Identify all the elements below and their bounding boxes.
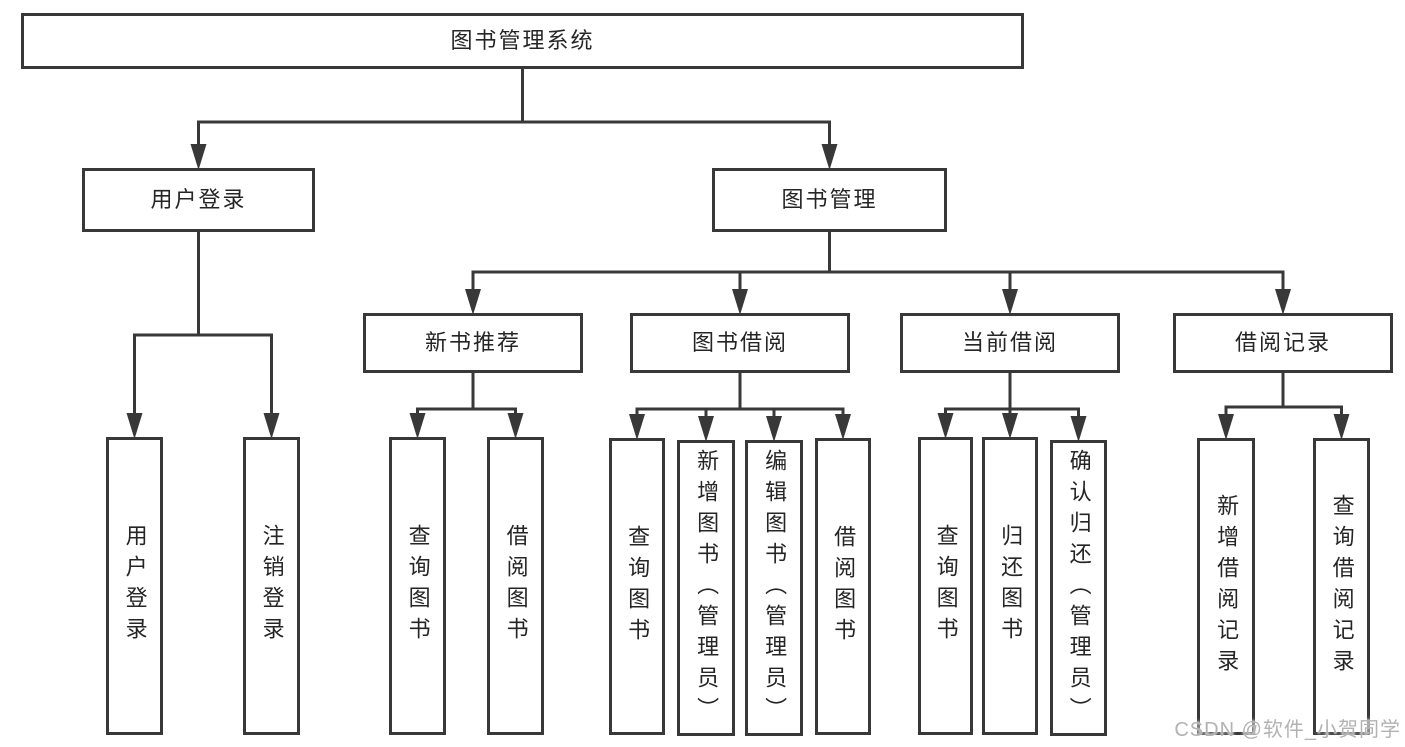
arrowhead-icon [263,413,280,439]
node-label-new-book-rec: 新书推荐 [424,330,521,355]
node-new-book-rec: 新书推荐 [363,313,583,373]
node-label-leaf-confirm-return: 确认归还（管理员） [1066,448,1092,728]
node-label-leaf-return-book: 归还图书 [998,524,1024,648]
node-label-leaf-query-book-1: 查询图书 [405,524,431,648]
node-label-system-root: 图书管理系统 [450,28,595,53]
node-label-leaf-query-book-3: 查询图书 [933,524,959,648]
node-leaf-query-book-3: 查询图书 [918,437,973,735]
node-label-current-borrow: 当前借阅 [961,330,1058,355]
arrowhead-icon [1218,414,1234,440]
node-leaf-confirm-return: 确认归还（管理员） [1050,440,1107,736]
node-leaf-edit-book: 编辑图书（管理员） [745,440,803,736]
node-label-leaf-add-book: 新增图书（管理员） [694,448,720,728]
node-label-book-borrow: 图书借阅 [691,330,788,355]
node-leaf-add-book: 新增图书（管理员） [677,440,735,736]
node-label-leaf-add-record: 新增借阅记录 [1214,493,1240,680]
node-label-user-login: 用户登录 [150,187,247,212]
arrowhead-icon [698,416,714,442]
arrowhead-icon [1333,414,1350,440]
node-leaf-add-record: 新增借阅记录 [1197,438,1255,735]
node-leaf-query-book-1: 查询图书 [389,437,446,735]
node-label-leaf-borrow-book-2: 借阅图书 [831,524,857,649]
node-label-leaf-query-book-2: 查询图书 [625,524,651,649]
node-label-book-mgmt: 图书管理 [781,187,878,212]
arrowhead-icon [1002,289,1018,315]
arrowhead-icon [409,413,426,439]
arrowhead-icon [835,414,851,440]
node-leaf-borrow-book-2: 借阅图书 [815,438,871,735]
arrowhead-icon [126,413,143,439]
arrowhead-icon [766,416,782,442]
node-book-borrow: 图书借阅 [630,313,850,373]
node-current-borrow: 当前借阅 [900,313,1120,373]
node-book-mgmt: 图书管理 [712,168,947,232]
arrowhead-icon [821,144,838,170]
arrowhead-icon [507,413,524,439]
node-leaf-logout: 注销登录 [243,437,300,735]
arrowhead-icon [732,289,748,315]
node-system-root: 图书管理系统 [21,13,1024,69]
arrowhead-icon [190,144,207,170]
node-leaf-borrow-book-1: 借阅图书 [487,437,544,735]
node-label-leaf-logout: 注销登录 [259,524,285,648]
node-leaf-query-book-2: 查询图书 [609,438,665,735]
arrowhead-icon [1070,416,1087,442]
node-user-login: 用户登录 [82,168,315,232]
node-label-borrow-records: 借阅记录 [1234,330,1331,355]
arrowhead-icon [937,413,954,439]
node-borrow-records: 借阅记录 [1173,313,1393,373]
node-label-leaf-query-record: 查询借阅记录 [1329,493,1355,680]
node-label-leaf-user-login: 用户登录 [122,524,148,648]
node-leaf-return-book: 归还图书 [982,437,1038,735]
arrowhead-icon [629,414,645,440]
node-leaf-query-record: 查询借阅记录 [1313,438,1370,735]
node-label-leaf-edit-book: 编辑图书（管理员） [762,448,788,728]
node-leaf-user-login: 用户登录 [106,437,163,735]
arrowhead-icon [1275,289,1291,315]
arrowhead-icon [1002,413,1018,439]
node-label-leaf-borrow-book-1: 借阅图书 [503,524,529,648]
arrowhead-icon [465,289,481,315]
